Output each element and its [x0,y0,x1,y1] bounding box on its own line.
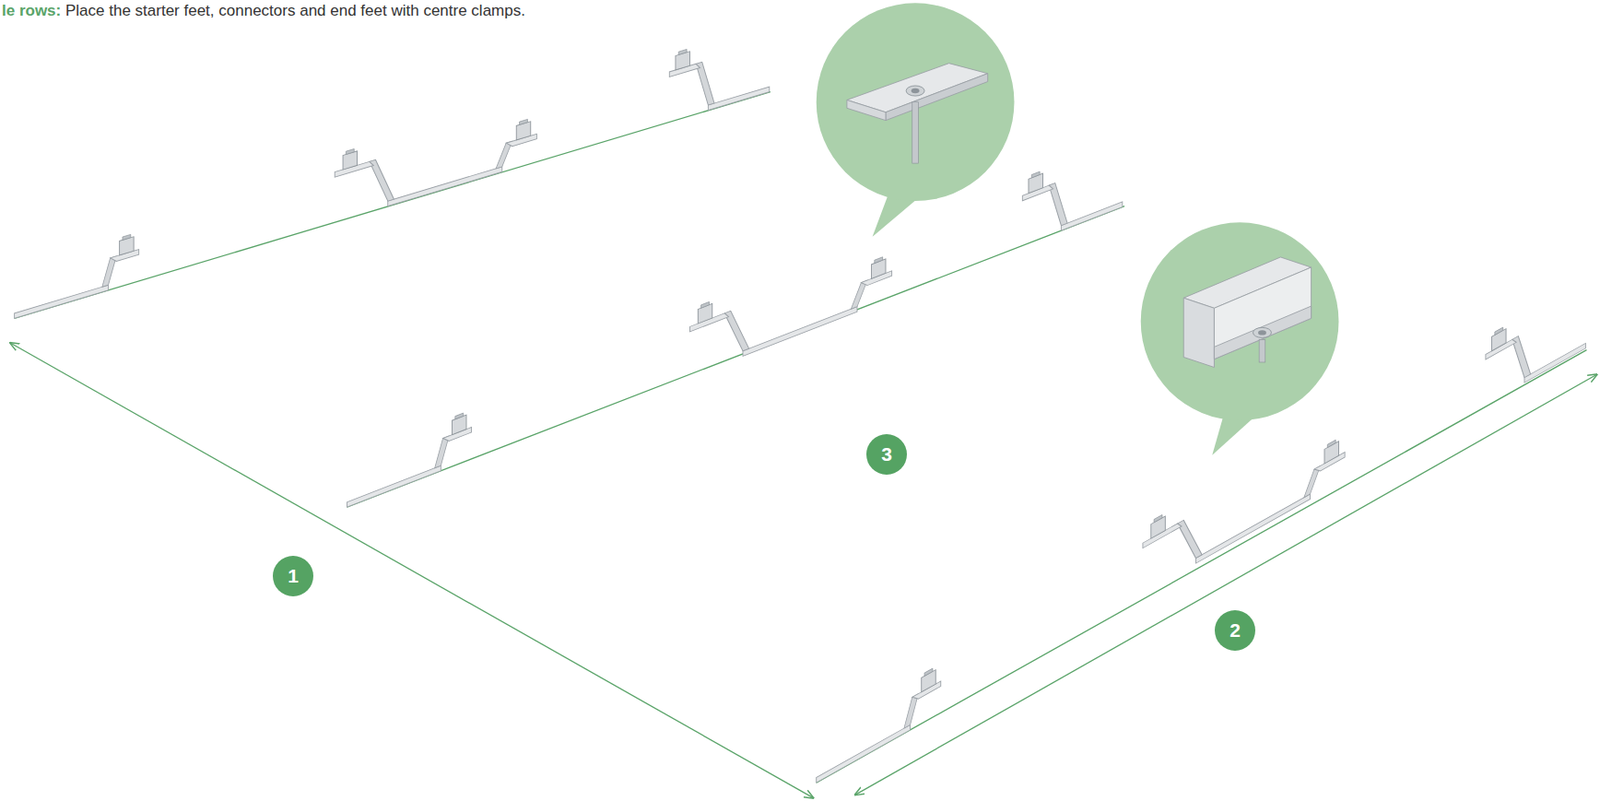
callout-text: 1 [287,564,299,588]
callout-number: 2 [1214,610,1256,651]
callout-number: 3 [866,434,907,475]
instruction-text: Place the starter feet, connectors and e… [65,1,526,20]
step-heading: le rows: [1,1,61,20]
callout-text: 3 [881,443,893,466]
callout-number: 1 [272,555,314,597]
instruction-heading: le rows: Place the starter feet, connect… [1,1,526,21]
callout-text: 2 [1229,619,1241,642]
